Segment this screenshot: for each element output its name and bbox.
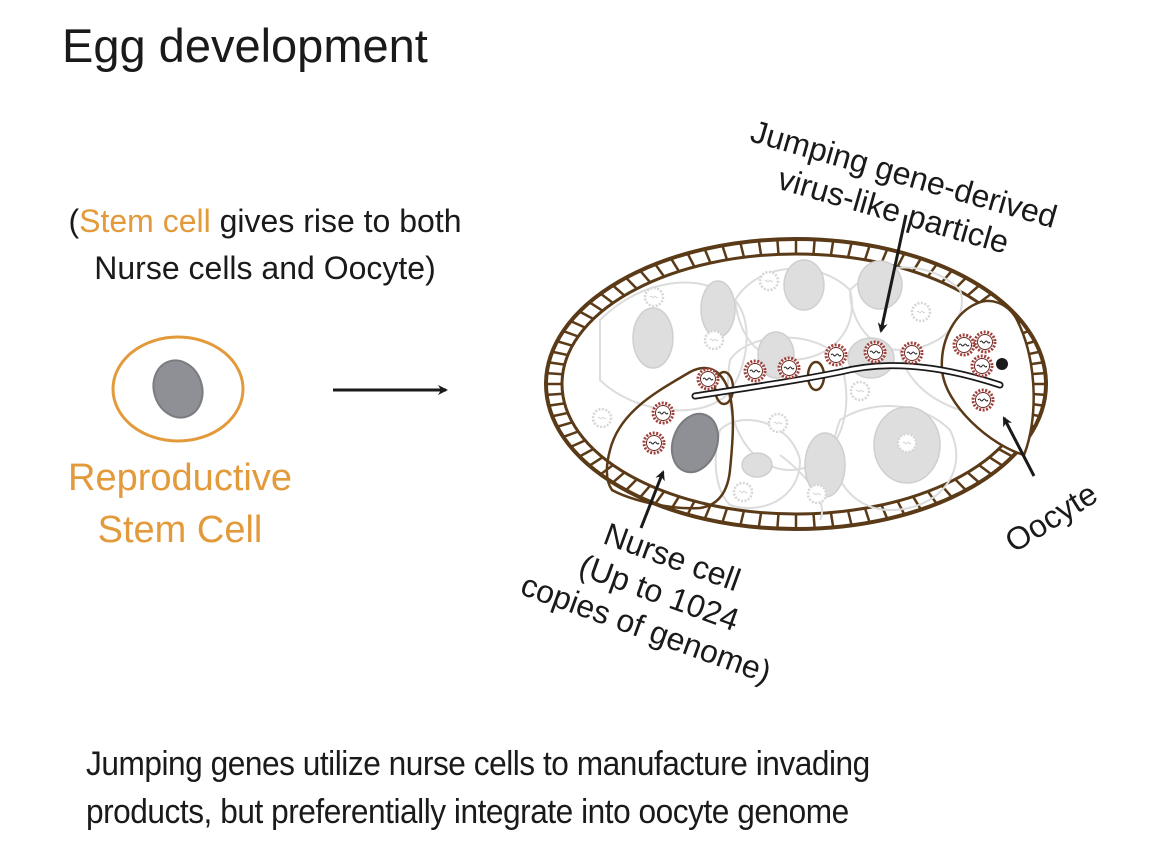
virus-like-particle <box>971 388 995 412</box>
follicle-cell-wall <box>654 490 666 505</box>
virus-like-particle <box>743 359 767 383</box>
stem-cell-label: Reproductive Stem Cell <box>30 452 330 556</box>
follicle-cell-wall <box>846 510 853 526</box>
follicle-cell-wall <box>669 257 681 273</box>
follicle-cell-wall <box>654 263 666 278</box>
follicle-cell-wall <box>739 510 746 526</box>
follicle-cell-wall <box>578 447 594 458</box>
follicle-cell-wall <box>703 248 712 264</box>
page-title: Egg development <box>62 19 428 72</box>
nurse-cell <box>605 366 735 510</box>
caption-line2: products, but preferentially integrate i… <box>86 793 849 831</box>
follicle-cell-wall <box>926 263 938 278</box>
follicle-cell-wall <box>911 495 923 511</box>
follicle-cell-wall <box>998 447 1014 458</box>
follicle-cell-wall <box>896 252 906 268</box>
virus-like-particle <box>642 431 666 455</box>
follicle-cell-wall <box>546 371 563 376</box>
follicle-cell-wall <box>721 507 729 523</box>
follicle-cell-wall <box>578 310 594 321</box>
follicle-cell-wall <box>954 478 967 492</box>
follicle-cell-wall <box>611 471 626 484</box>
follicle-cell-wall <box>863 245 871 261</box>
stem-cell-nucleus <box>152 359 204 419</box>
nurse-cell-callout-arrow <box>639 470 665 529</box>
follicle-cell-wall <box>721 245 729 261</box>
egg-chamber <box>544 214 1048 531</box>
follicle-cell-wall <box>940 269 953 284</box>
virus-like-particle <box>973 330 997 354</box>
follicle-cell-wall <box>639 484 652 499</box>
follicle-cell-wall <box>588 301 604 312</box>
follicle-cell-wall <box>988 456 1004 467</box>
follicle-cell-wall <box>896 500 906 516</box>
virus-like-particle <box>970 354 994 378</box>
virus-like-particle <box>824 343 848 367</box>
follicle-cell-wall <box>546 392 563 397</box>
caption: Jumping genes utilize nurse cells to man… <box>86 740 870 836</box>
follicle-cell-wall <box>966 471 981 484</box>
follicle-cell-wall <box>739 242 746 258</box>
subtitle-line2: Nurse cells and Oocyte) <box>94 250 436 286</box>
follicle-cell-wall <box>556 421 573 428</box>
follicle-cell-wall <box>552 350 569 357</box>
oocyte-nucleus <box>996 358 1008 370</box>
follicle-cell-wall <box>548 402 565 407</box>
caption-line1: Jumping genes utilize nurse cells to man… <box>86 745 870 783</box>
follicle-cell-wall <box>812 239 816 255</box>
follicle-cell-wall <box>625 276 638 290</box>
virus-like-particle <box>777 356 801 380</box>
follicle-cell-wall <box>776 239 780 255</box>
stem-cell-highlight: Stem cell <box>79 203 211 239</box>
follicle-cell-wall <box>757 512 763 528</box>
follicle-cell-wall <box>562 430 579 439</box>
vlp-callout-arrow <box>877 214 908 333</box>
follicle-cell-wall <box>562 329 579 338</box>
nurse-cell-nucleus <box>670 412 720 474</box>
follicle-cell-wall <box>880 504 889 520</box>
follicle-cell-wall <box>812 513 816 529</box>
follicle-cell-wall <box>829 240 835 256</box>
virus-like-particle <box>863 340 887 364</box>
follicle-cell-wall <box>639 269 652 284</box>
follicle-cell-wall <box>570 439 586 449</box>
stem-cell-label-line2: Stem Cell <box>97 509 263 551</box>
follicle-cell-wall <box>776 513 780 529</box>
follicle-cell-wall <box>611 284 626 297</box>
follicle-cell-wall <box>588 456 604 467</box>
follicle-cell-wall <box>966 284 981 297</box>
follicle-cell-wall <box>978 464 993 476</box>
follicle-cell-wall <box>686 252 696 268</box>
follicle-cell-wall <box>911 257 923 273</box>
virus-like-particle <box>900 341 924 365</box>
stem-cell-label-line1: Reproductive <box>68 457 292 499</box>
follicle-cell-wall <box>599 292 614 304</box>
follicle-cell-wall <box>863 507 871 523</box>
follicle-cell-wall <box>556 340 573 347</box>
follicle-cell-wall <box>846 242 853 258</box>
follicle-cell-wall <box>703 504 712 520</box>
virus-like-particle <box>952 333 976 357</box>
virus-like-particle <box>651 401 675 425</box>
reproductive-stem-cell <box>111 335 245 443</box>
subtitle-line1-rest: gives rise to both <box>210 203 462 239</box>
follicle-cell-wall <box>625 478 638 492</box>
virus-like-particle <box>696 367 720 391</box>
follicle-cell-wall <box>757 240 763 256</box>
follicle-cell-wall <box>829 512 835 528</box>
follicle-cell-wall <box>570 319 586 329</box>
follicle-cell-wall <box>548 361 565 366</box>
subtitle-open-paren: ( <box>68 203 80 239</box>
stem-cell-description: (Stem cell gives rise to both Nurse cell… <box>20 198 510 292</box>
oocyte-callout-arrow <box>1002 416 1036 477</box>
follicle-cell-wall <box>552 411 569 418</box>
